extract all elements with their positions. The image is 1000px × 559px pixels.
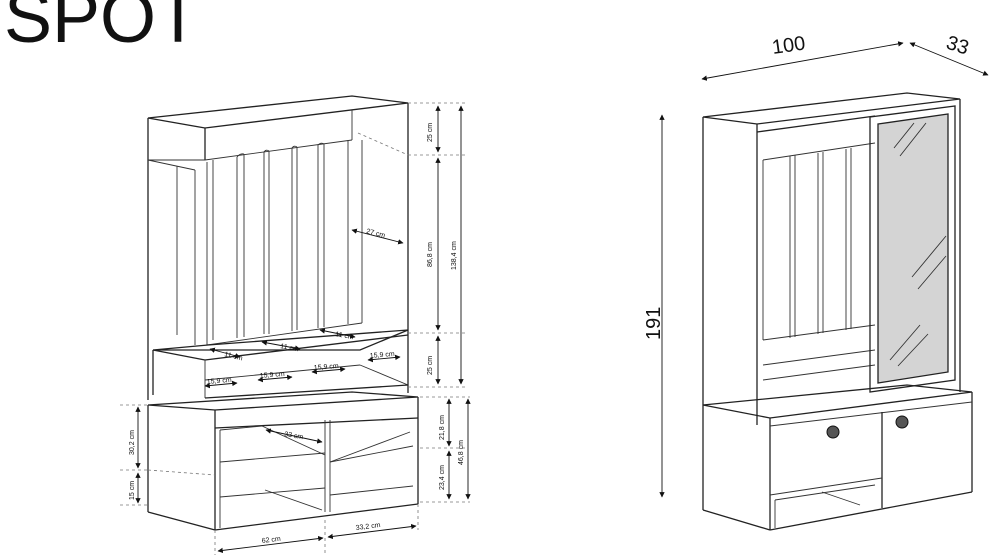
dim-width: 100	[771, 33, 807, 59]
product-title: SPOT	[4, 0, 201, 58]
dim-upper-total: 138,4 cm	[451, 241, 458, 270]
door-knob	[895, 415, 909, 429]
bench-seat	[152, 329, 409, 399]
dimensioned-view: 25 cm 86,8 cm 25 cm 138,4 cm 27 cm 11 cm…	[120, 95, 471, 555]
dim-hook-gap-3: 11 cm	[335, 331, 355, 341]
overall-panels	[762, 142, 876, 381]
dim-shelf-width: 33 cm	[284, 431, 304, 441]
dim-shelf-line	[265, 428, 323, 444]
dim-depth: 33	[943, 32, 971, 60]
dim-top-height: 25 cm	[427, 123, 434, 142]
upper-dimension-lines	[435, 105, 464, 385]
dim-shelf-height-1: 21,8 cm	[439, 415, 446, 440]
seat-dimension-lines	[204, 328, 401, 389]
back-panels	[212, 140, 349, 340]
drawer-knob	[826, 425, 840, 439]
dim-seat-width-1: 15,9 cm	[207, 377, 233, 386]
dim-seat-width-2: 15,9 cm	[260, 371, 286, 380]
mirror-glass	[877, 113, 949, 384]
lower-dimension-lines	[446, 398, 471, 500]
dim-panel-height: 86,8 cm	[427, 242, 434, 267]
dim-bottom-width-1: 62 cm	[261, 536, 281, 545]
dim-bench-height: 25 cm	[427, 356, 434, 375]
dim-lower-total: 46,8 cm	[458, 440, 465, 465]
dim-left-height-2: 15 cm	[129, 481, 136, 500]
dim-seat-width-3: 15,9 cm	[314, 363, 340, 372]
dim-hook-gap-1: 11 cm	[224, 351, 244, 362]
dim-hook-distance-line	[351, 228, 404, 245]
dim-seat-width-4: 15,9 cm	[370, 351, 396, 360]
shoe-cabinet	[147, 391, 419, 531]
overall-cabinet	[702, 384, 973, 531]
mirror-door	[869, 105, 956, 393]
dim-hook-gap-2: 11 cm	[280, 343, 300, 353]
dim-shelf-height-2: 23,4 cm	[439, 465, 446, 490]
upper-frame	[147, 95, 409, 400]
bottom-dimension-lines	[217, 523, 417, 554]
dim-hook-distance: 27 cm	[366, 228, 386, 239]
overall-view: 100 33 191	[643, 32, 989, 531]
dim-height: 191	[643, 307, 665, 340]
dim-left-height-1: 30,2 cm	[129, 430, 136, 455]
extension-lines	[120, 102, 470, 555]
dim-width-line	[701, 41, 904, 81]
dim-bottom-width-2: 33,2 cm	[355, 522, 381, 532]
dim-depth-line	[909, 42, 989, 76]
